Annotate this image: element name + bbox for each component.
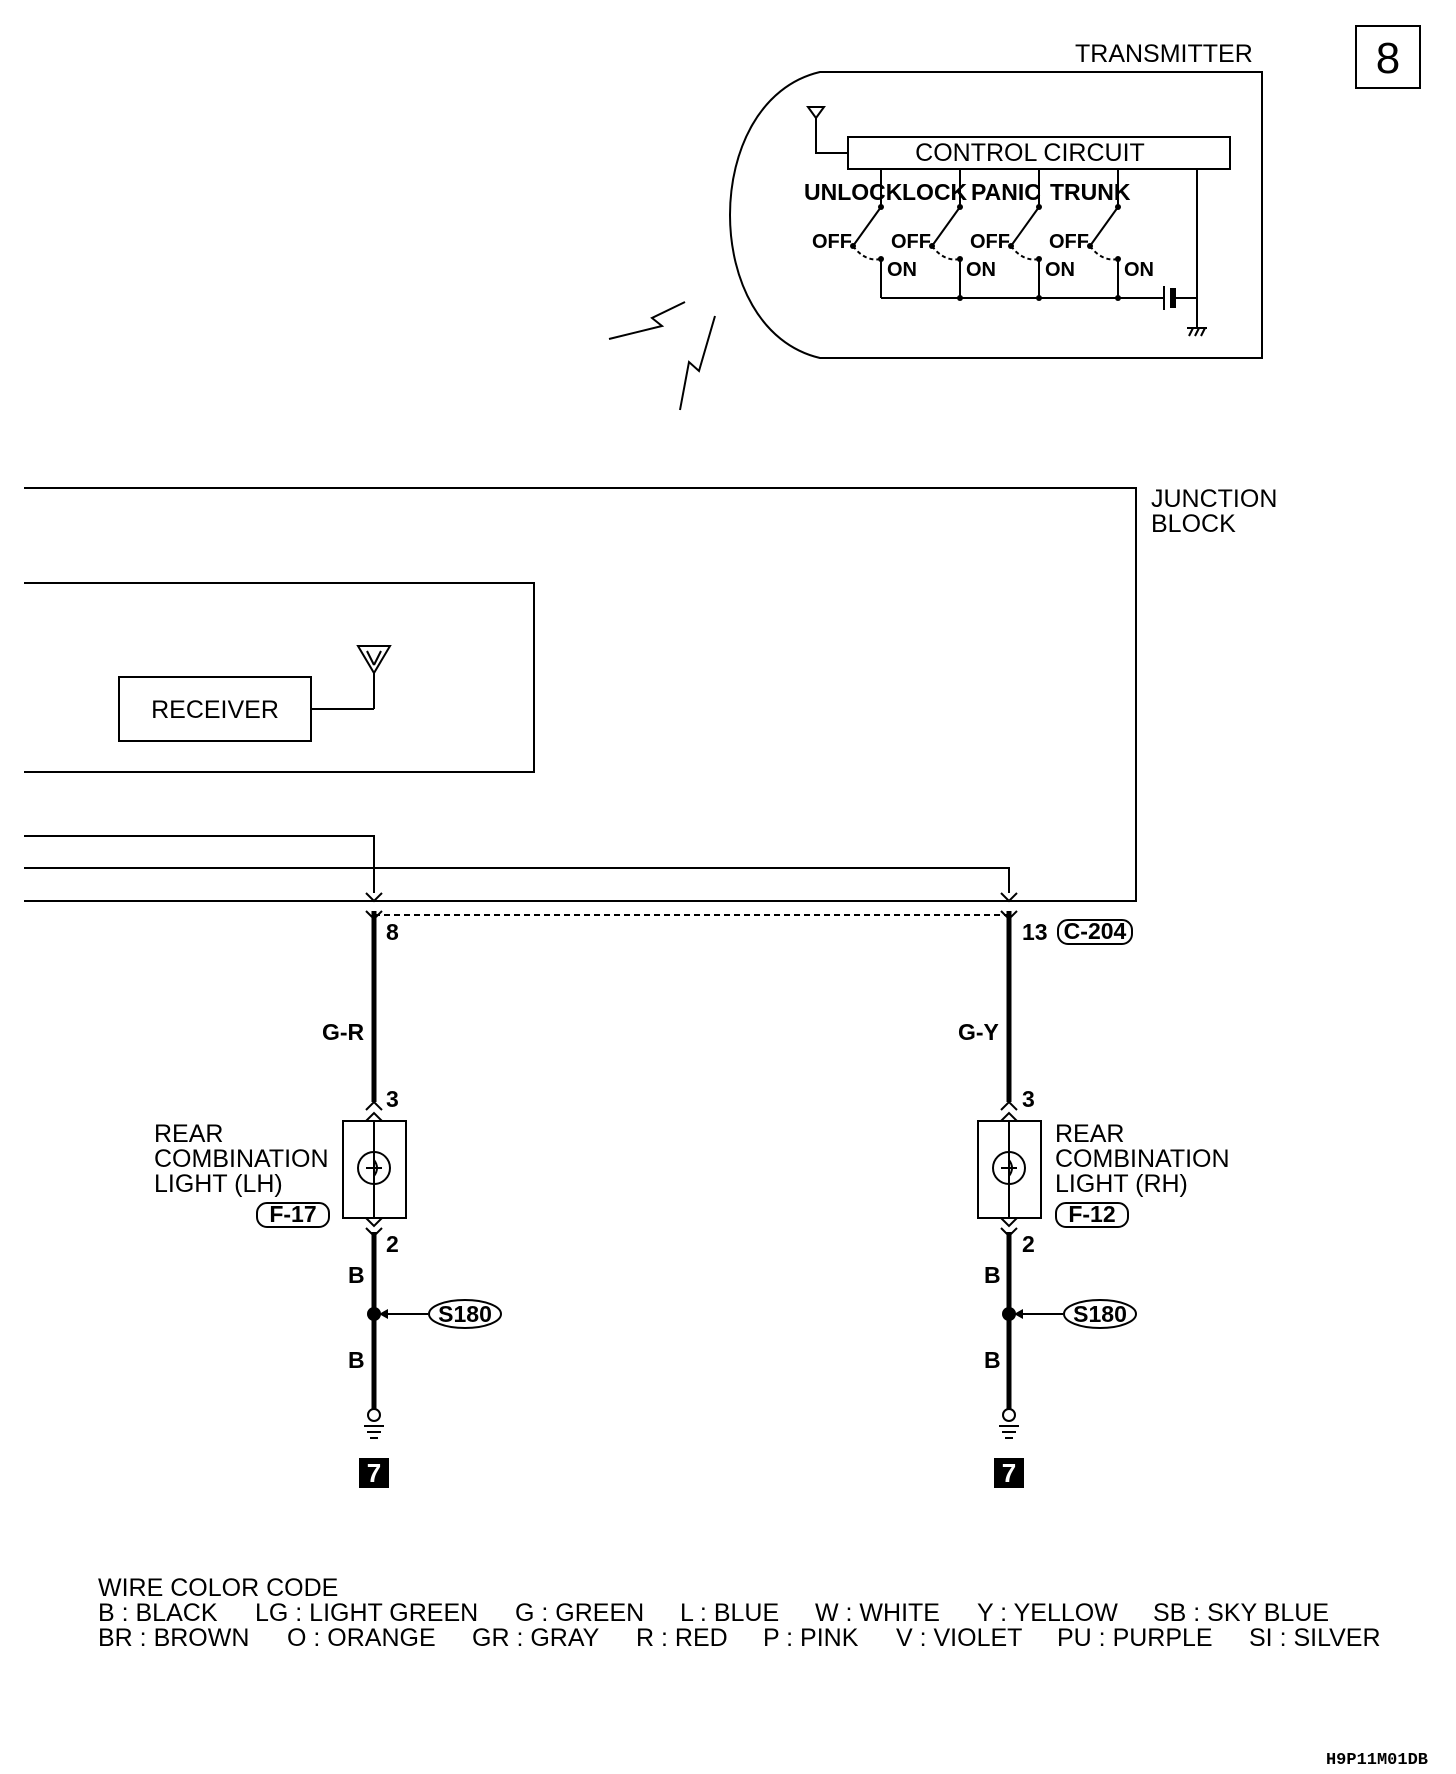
svg-text:OFF: OFF	[970, 231, 1010, 253]
legend-item: B : BLACK	[98, 1599, 218, 1627]
connector-c204-label: C-204	[1064, 918, 1127, 944]
transmitter-ground-icon	[1187, 298, 1207, 337]
right-lamp-pin-top: 3	[1022, 1086, 1035, 1112]
svg-text:ON: ON	[1124, 259, 1154, 281]
legend-item: SB : SKY BLUE	[1153, 1599, 1329, 1627]
legend-item: LG : LIGHT GREEN	[255, 1599, 478, 1627]
right-ground-icon	[999, 1408, 1019, 1439]
left-bulb-icon	[357, 1121, 391, 1218]
right-lamp-label-3: LIGHT (RH)	[1055, 1170, 1188, 1198]
wire-color-legend: WIRE COLOR CODE B : BLACK LG : LIGHT GRE…	[98, 1574, 1381, 1652]
svg-text:ON: ON	[966, 259, 996, 281]
radio-signal-icon	[608, 301, 716, 411]
legend-item: PU : PURPLE	[1057, 1624, 1213, 1652]
left-wire-color-top: G-R	[322, 1019, 365, 1045]
left-jb-pin: 8	[386, 919, 399, 945]
junction-block-title-2: BLOCK	[1151, 510, 1236, 538]
page-number: 8	[1376, 34, 1400, 83]
right-wire-color-bottom: B	[984, 1347, 1001, 1373]
junction-block: JUNCTION BLOCK RECEIVER	[24, 485, 1277, 902]
left-splice-badge	[428, 1299, 502, 1329]
legend-title: WIRE COLOR CODE	[98, 1574, 338, 1602]
legend-item: GR : GRAY	[472, 1624, 600, 1652]
switch-panic-label: PANIC	[971, 179, 1041, 205]
junction-block-title-1: JUNCTION	[1151, 485, 1277, 513]
left-lamp-label-1: REAR	[154, 1120, 223, 1148]
receiver-antenna-icon	[311, 645, 392, 710]
transmitter-antenna-icon	[806, 106, 848, 154]
svg-text:OFF: OFF	[891, 231, 931, 253]
switch-lock-icon: OFF ON	[891, 204, 996, 298]
legend-item: G : GREEN	[515, 1599, 644, 1627]
right-splice-dot	[1002, 1307, 1016, 1321]
svg-text:OFF: OFF	[1049, 231, 1089, 253]
receiver-label: RECEIVER	[151, 696, 279, 724]
battery-icon	[1163, 286, 1197, 310]
right-lamp-label-1: REAR	[1055, 1120, 1124, 1148]
transmitter-title: TRANSMITTER	[1075, 40, 1253, 68]
switch-unlock-icon: OFF ON	[812, 204, 917, 298]
left-lamp-pin-top: 3	[386, 1086, 399, 1112]
left-lamp-label-2: COMBINATION	[154, 1145, 329, 1173]
switch-trunk-icon: OFF ON	[1049, 204, 1154, 298]
transmitter: TRANSMITTER CONTROL CIRCUIT UNLOCK LOCK …	[729, 40, 1263, 359]
right-ground-ref-box	[994, 1458, 1024, 1488]
legend-item: P : PINK	[763, 1624, 859, 1652]
right-wire-color-top: G-Y	[958, 1019, 999, 1045]
left-splice: S180	[438, 1301, 492, 1327]
legend-item: W : WHITE	[815, 1599, 940, 1627]
svg-text:ON: ON	[1045, 259, 1075, 281]
right-ground-ref: 7	[1002, 1458, 1016, 1488]
transmitter-outline	[729, 71, 1263, 359]
right-bulb-icon	[992, 1121, 1026, 1218]
legend-item: O : ORANGE	[287, 1624, 436, 1652]
right-splice-badge	[1063, 1299, 1137, 1329]
legend-item: V : VIOLET	[896, 1624, 1022, 1652]
left-ground-ref-box	[359, 1458, 389, 1488]
right-jb-pin: 13	[1022, 919, 1048, 945]
left-circuit: 8 G-R 3 REAR COMBINATION LIGHT (LH) F-17…	[154, 911, 502, 1488]
legend-item: SI : SILVER	[1249, 1624, 1381, 1652]
jb-connector-arrows	[365, 892, 1018, 921]
legend-item: L : BLUE	[680, 1599, 779, 1627]
left-wire-color-bottom: B	[348, 1347, 365, 1373]
left-ground-icon	[364, 1408, 384, 1439]
left-lamp-connector-badge	[256, 1202, 330, 1228]
right-circuit: 13 C-204 G-Y 3 REAR COMBINATION LIGHT (R…	[958, 911, 1230, 1488]
left-lamp-connector: F-17	[269, 1201, 316, 1227]
switch-unlock-label: UNLOCK	[804, 179, 903, 205]
page-number-box: 8	[1355, 25, 1421, 89]
right-lamp-pin-bottom: 2	[1022, 1231, 1035, 1257]
switch-panic-icon: OFF ON	[970, 204, 1075, 298]
drawing-id: H9P11M01DB	[1326, 1751, 1428, 1770]
svg-text:ON: ON	[887, 259, 917, 281]
right-splice: S180	[1073, 1301, 1127, 1327]
right-wire-color-mid: B	[984, 1262, 1001, 1288]
legend-item: R : RED	[636, 1624, 728, 1652]
control-circuit-label: CONTROL CIRCUIT	[915, 139, 1145, 167]
right-lamp-label-2: COMBINATION	[1055, 1145, 1230, 1173]
legend-item: Y : YELLOW	[977, 1599, 1118, 1627]
left-ground-ref: 7	[367, 1458, 381, 1488]
receiver-module-outline	[24, 582, 535, 773]
legend-item: BR : BROWN	[98, 1624, 249, 1652]
left-lamp-label-3: LIGHT (LH)	[154, 1170, 283, 1198]
left-splice-dot	[367, 1307, 381, 1321]
right-lamp-connector: F-12	[1068, 1201, 1115, 1227]
right-lamp-connector-badge	[1055, 1202, 1129, 1228]
svg-text:OFF: OFF	[812, 231, 852, 253]
left-lamp-pin-bottom: 2	[386, 1231, 399, 1257]
switch-lock-label: LOCK	[902, 179, 968, 205]
connector-c204-badge	[1057, 919, 1133, 945]
left-wire-color-mid: B	[348, 1262, 365, 1288]
